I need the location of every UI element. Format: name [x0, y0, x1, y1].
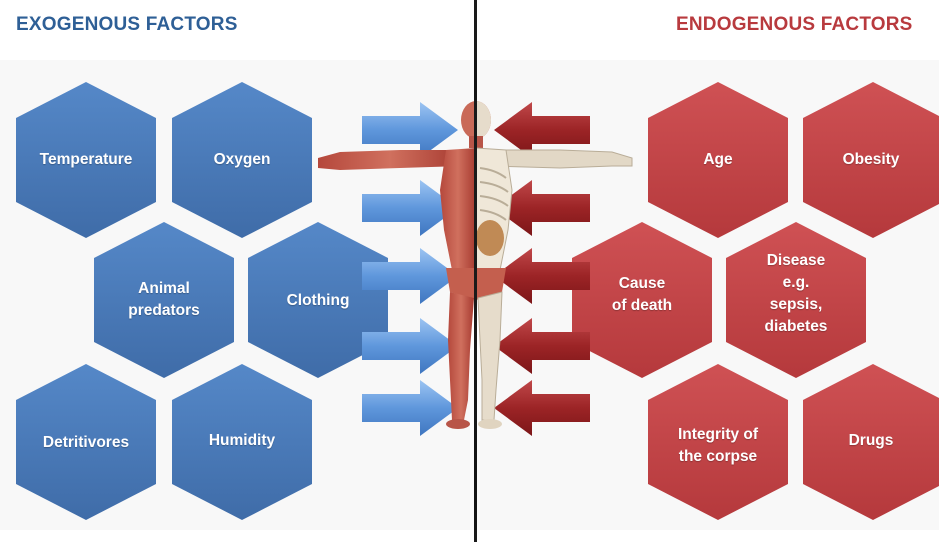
- label-obesity: Obesity: [803, 149, 939, 171]
- label-integrity: Integrity of the corpse: [648, 424, 788, 468]
- oxygen-text: Oxygen: [172, 149, 312, 171]
- the-corpse-text: the corpse: [648, 446, 788, 468]
- sepsis-text: sepsis,: [726, 294, 866, 316]
- label-disease: Disease e.g. sepsis, diabetes: [726, 250, 866, 338]
- humidity-text: Humidity: [172, 430, 312, 452]
- label-age: Age: [648, 149, 788, 171]
- exogenous-title: EXOGENOUS FACTORS: [16, 14, 238, 36]
- label-clothing: Clothing: [248, 290, 388, 312]
- cause-text: Cause: [572, 273, 712, 295]
- age-text: Age: [648, 149, 788, 171]
- endogenous-title: ENDOGENOUS FACTORS: [676, 14, 913, 36]
- temperature-text: Temperature: [16, 149, 156, 171]
- of-death-text: of death: [572, 295, 712, 317]
- obesity-text: Obesity: [803, 149, 939, 171]
- animal-text: Animal: [94, 278, 234, 300]
- label-humidity: Humidity: [172, 430, 312, 452]
- label-temperature: Temperature: [16, 149, 156, 171]
- label-cause-of-death: Cause of death: [572, 273, 712, 317]
- label-drugs: Drugs: [803, 430, 939, 452]
- disease-text: Disease: [726, 250, 866, 272]
- predators-text: predators: [94, 300, 234, 322]
- detritivores-text: Detritivores: [16, 432, 156, 454]
- center-divider: [474, 0, 477, 542]
- eg-text: e.g.: [726, 272, 866, 294]
- label-detritivores: Detritivores: [16, 432, 156, 454]
- label-oxygen: Oxygen: [172, 149, 312, 171]
- label-animal-predators: Animal predators: [94, 278, 234, 322]
- drugs-text: Drugs: [803, 430, 939, 452]
- diabetes-text: diabetes: [726, 316, 866, 338]
- clothing-text: Clothing: [248, 290, 388, 312]
- integrity-of-text: Integrity of: [648, 424, 788, 446]
